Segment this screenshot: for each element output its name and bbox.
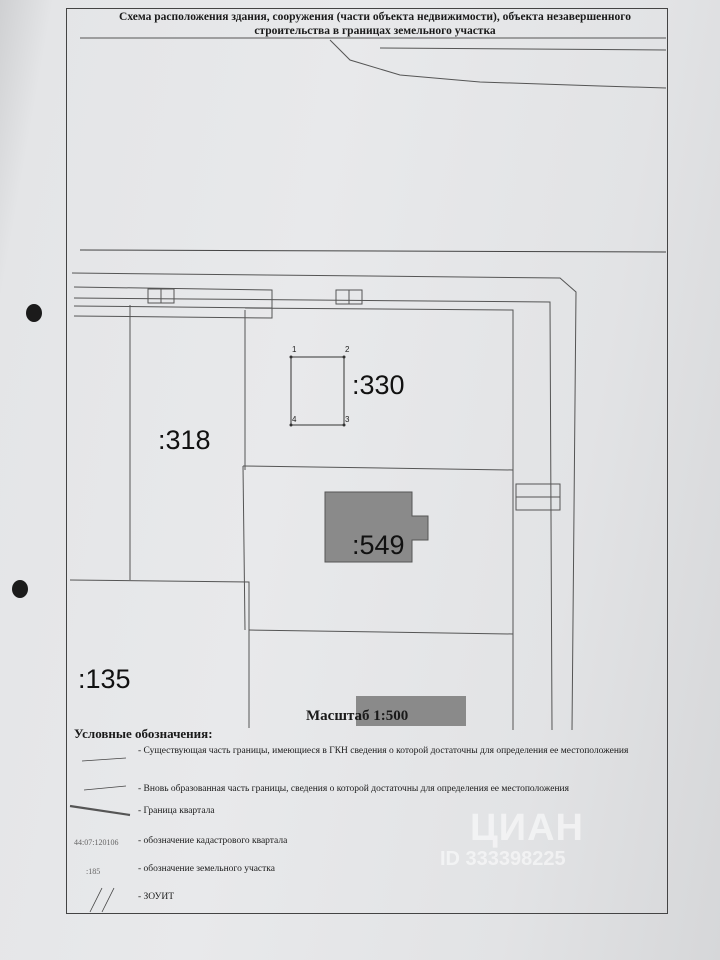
legend-item-zouit: - ЗОУИТ: [138, 892, 175, 902]
partial-building: [356, 696, 466, 726]
title-line-2: строительства в границах земельного учас…: [254, 25, 496, 37]
legend-item-new-boundary: - Вновь образованная часть границы, свед…: [138, 784, 570, 794]
parcel-549-boundary: [242, 465, 514, 635]
legend-symbol-existing: [81, 757, 127, 762]
parcel-label-318: :318: [158, 425, 211, 455]
legend-symbol-zouit: [89, 887, 103, 913]
top-road-line: [379, 47, 667, 51]
top-boundary-line: [329, 39, 667, 89]
binder-hole: [26, 304, 42, 322]
parcel-135-boundary: [69, 579, 250, 728]
parcel-label-330: :330: [352, 370, 405, 400]
quarter-boundary-line: [79, 249, 667, 253]
document-title: Схема расположения здания, сооружения (ч…: [80, 10, 670, 38]
road-inner-line: [73, 297, 553, 731]
existing-building: [324, 491, 429, 563]
legend-symbol-quarter: [69, 804, 131, 817]
legend-item-land-plot: - обозначение земельного участка: [138, 864, 275, 874]
point-label: 2: [345, 345, 350, 354]
road-outer-line: [71, 272, 577, 731]
legend-item-cadastral-quarter: - обозначение кадастрового квартала: [138, 836, 288, 846]
document-frame: [66, 8, 668, 914]
watermark-brand: ЦИАН: [470, 807, 584, 849]
road-line: [73, 305, 273, 309]
parcel-label-135: :135: [78, 664, 131, 694]
point-label: 4: [292, 415, 297, 424]
watermark: ЦИАН ID 333398225: [440, 808, 670, 870]
parcel-330-boundary: [244, 307, 514, 470]
legend-title: Условные обозначения:: [74, 726, 213, 741]
point-label: 1: [292, 345, 297, 354]
planned-building-contour: [290, 356, 345, 426]
scale-label: Масштаб 1:500: [306, 708, 409, 724]
binder-hole: [12, 580, 28, 598]
point-label: 3: [345, 415, 350, 424]
parcel-lower-boundary: [248, 629, 514, 730]
legend-symbol-new: [83, 785, 127, 791]
legend-item-existing-boundary: - Существующая часть границы, имеющиеся …: [138, 746, 629, 756]
title-line-1: Схема расположения здания, сооружения (ч…: [119, 11, 631, 23]
legend-symbol-cadastral-quarter: 44:07:120106: [74, 838, 119, 847]
parcel-label-549: :549: [352, 530, 405, 560]
legend-symbol-land-plot: :185: [86, 867, 101, 876]
legend-item-quarter-boundary: - Граница квартала: [138, 806, 215, 816]
watermark-id: ID 333398225: [440, 848, 566, 870]
